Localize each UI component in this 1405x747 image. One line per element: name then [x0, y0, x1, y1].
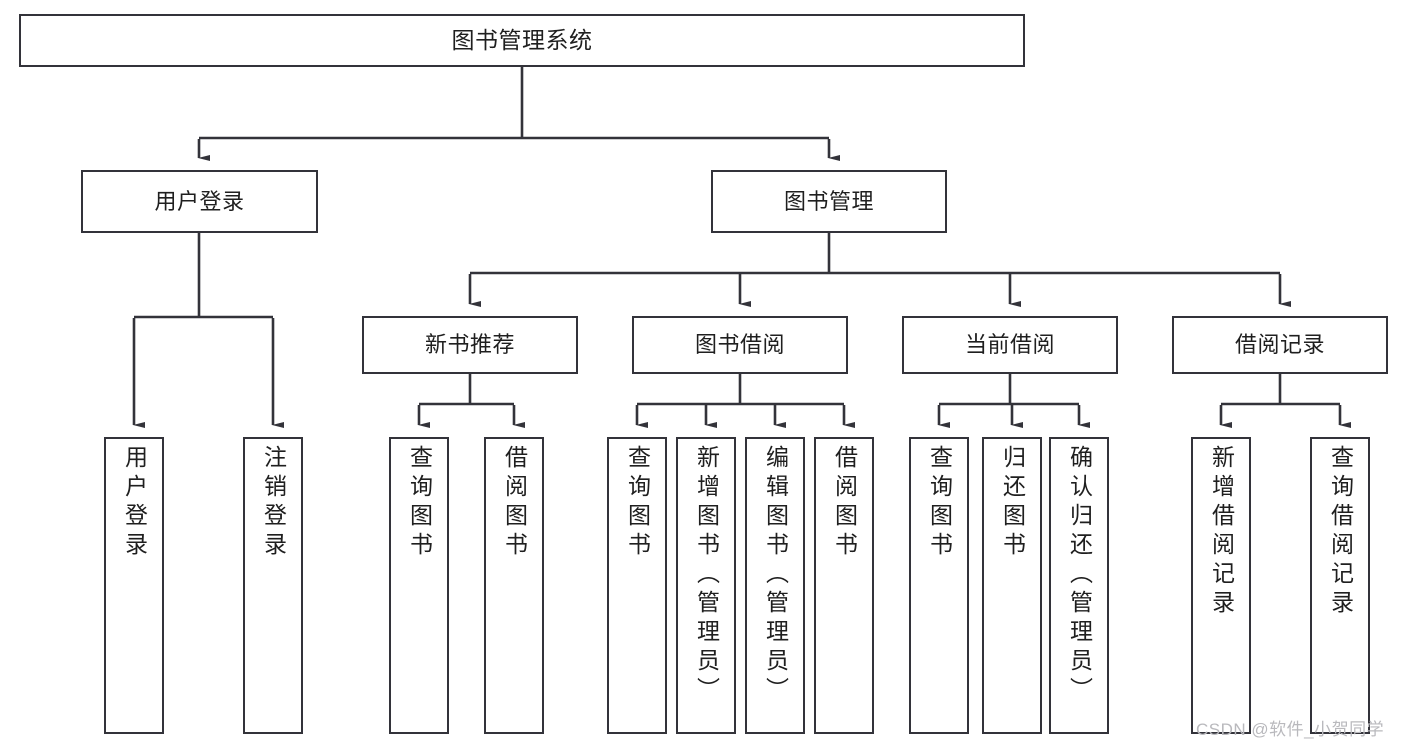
node-user-login[interactable]: 用户登录	[81, 170, 318, 233]
node-leaf-query-book-2[interactable]: 查询图书	[607, 437, 667, 734]
node-book-management[interactable]: 图书管理	[711, 170, 947, 233]
node-label: 查询图书	[406, 445, 433, 561]
node-label: 用户登录	[154, 188, 245, 214]
node-leaf-user-login[interactable]: 用户登录	[104, 437, 164, 734]
node-book-borrow[interactable]: 图书借阅	[632, 316, 848, 374]
node-leaf-edit-book[interactable]: 编辑图书（管理员）	[745, 437, 805, 734]
node-leaf-borrow-book-1[interactable]: 借阅图书	[484, 437, 544, 734]
node-leaf-return-book[interactable]: 归还图书	[982, 437, 1042, 734]
node-borrow-record[interactable]: 借阅记录	[1172, 316, 1388, 374]
node-label: 查询借阅记录	[1327, 445, 1354, 619]
node-leaf-borrow-book-2[interactable]: 借阅图书	[814, 437, 874, 734]
node-label: 当前借阅	[964, 332, 1055, 358]
node-label: 确认归还（管理员）	[1066, 445, 1093, 706]
node-label: 图书借阅	[694, 332, 785, 358]
node-label: 查询图书	[624, 445, 651, 561]
node-label: 借阅图书	[501, 445, 528, 561]
csdn-watermark: CSDN @软件_小贺同学	[1196, 720, 1385, 739]
node-label: 注销登录	[260, 445, 287, 561]
node-label: 用户登录	[121, 445, 148, 561]
node-label: 归还图书	[999, 445, 1026, 561]
node-current-borrow[interactable]: 当前借阅	[902, 316, 1118, 374]
node-leaf-query-book-1[interactable]: 查询图书	[389, 437, 449, 734]
node-label: 借阅图书	[831, 445, 858, 561]
node-label: 图书管理	[783, 188, 874, 214]
node-leaf-confirm-return[interactable]: 确认归还（管理员）	[1049, 437, 1109, 734]
node-label: 查询图书	[926, 445, 953, 561]
node-new-book-recommend[interactable]: 新书推荐	[362, 316, 578, 374]
node-leaf-logout[interactable]: 注销登录	[243, 437, 303, 734]
node-leaf-query-book-3[interactable]: 查询图书	[909, 437, 969, 734]
node-label: 新增借阅记录	[1208, 445, 1235, 619]
node-leaf-add-book[interactable]: 新增图书（管理员）	[676, 437, 736, 734]
node-label: 图书管理系统	[451, 26, 593, 53]
node-leaf-query-record[interactable]: 查询借阅记录	[1310, 437, 1370, 734]
node-label: 新书推荐	[424, 332, 515, 358]
node-label: 编辑图书（管理员）	[762, 445, 789, 706]
node-leaf-add-record[interactable]: 新增借阅记录	[1191, 437, 1251, 734]
node-root-book-management-system[interactable]: 图书管理系统	[19, 14, 1025, 67]
node-label: 新增图书（管理员）	[693, 445, 720, 706]
node-label: 借阅记录	[1234, 332, 1325, 358]
